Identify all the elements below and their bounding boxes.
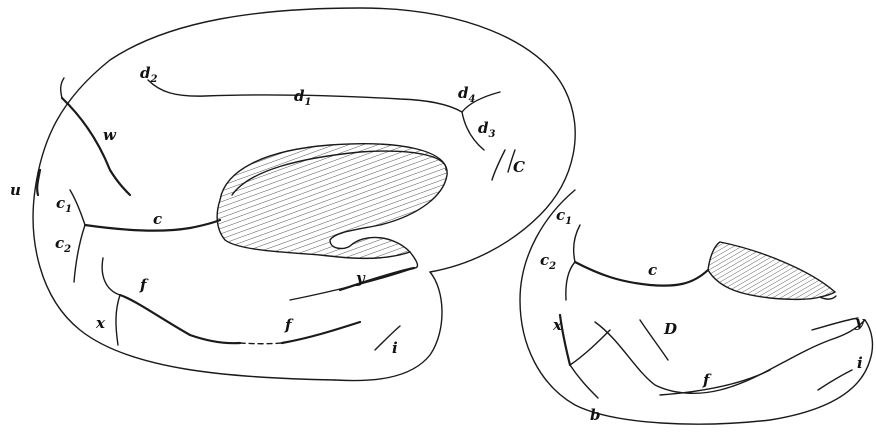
left-callosum-hatch xyxy=(217,144,447,259)
label-d3: d3 xyxy=(478,119,496,140)
sulcus-y xyxy=(340,268,414,290)
right-sulcus-c2 xyxy=(566,262,575,300)
right-label-c: c xyxy=(648,261,657,279)
right-sulcus-y xyxy=(812,318,858,330)
sulcus-w-branch xyxy=(61,78,64,98)
right-hemisphere-figure: c1 c2 c x D y f i b xyxy=(520,190,872,424)
label-x: x xyxy=(95,314,106,332)
label-d4: d4 xyxy=(458,84,476,105)
label-f-upper: f xyxy=(139,276,149,294)
sulcus-w-main xyxy=(62,98,130,195)
label-c2: c2 xyxy=(55,234,71,255)
right-sulcus-b xyxy=(570,365,598,398)
right-label-D: D xyxy=(663,320,677,338)
right-label-x: x xyxy=(552,316,563,334)
left-hemisphere-figure: d2 d1 d4 d3 w C u c1 c c2 f x f y i xyxy=(10,8,575,381)
sulcus-c1 xyxy=(70,190,85,225)
right-sulcus-i xyxy=(818,370,852,390)
label-i: i xyxy=(392,339,398,357)
label-C: C xyxy=(513,158,525,176)
right-label-c1: c1 xyxy=(556,206,572,227)
right-sulcus-c xyxy=(575,262,708,286)
label-y: y xyxy=(355,269,366,287)
label-u: u xyxy=(10,181,21,199)
left-temporal-contour xyxy=(335,272,442,381)
right-inner-contour xyxy=(595,320,865,393)
right-sulcus-c1 xyxy=(574,225,580,262)
label-d1: d1 xyxy=(294,87,311,108)
right-sulcus-x-branch xyxy=(570,330,610,365)
sulcus-f-lower xyxy=(282,322,360,343)
label-w: w xyxy=(103,126,117,144)
right-callosum-hatch xyxy=(708,242,835,299)
sulcus-x xyxy=(116,295,120,345)
label-f-lower: f xyxy=(284,316,294,334)
sulcus-f-dashed xyxy=(240,343,282,344)
sulcus-f xyxy=(120,295,240,343)
right-label-f: f xyxy=(702,371,712,389)
right-label-i: i xyxy=(857,354,863,372)
label-c: c xyxy=(153,210,162,228)
sulcus-f-upper-arc xyxy=(102,258,120,295)
right-label-c2: c2 xyxy=(540,251,556,272)
label-d2: d2 xyxy=(140,64,158,85)
right-label-y: y xyxy=(854,313,865,331)
left-fornix-curve xyxy=(290,252,417,300)
right-label-b: b xyxy=(590,406,601,424)
label-c1: c1 xyxy=(56,194,72,215)
sulcus-c2 xyxy=(74,225,85,282)
sulcus-C xyxy=(492,150,505,180)
